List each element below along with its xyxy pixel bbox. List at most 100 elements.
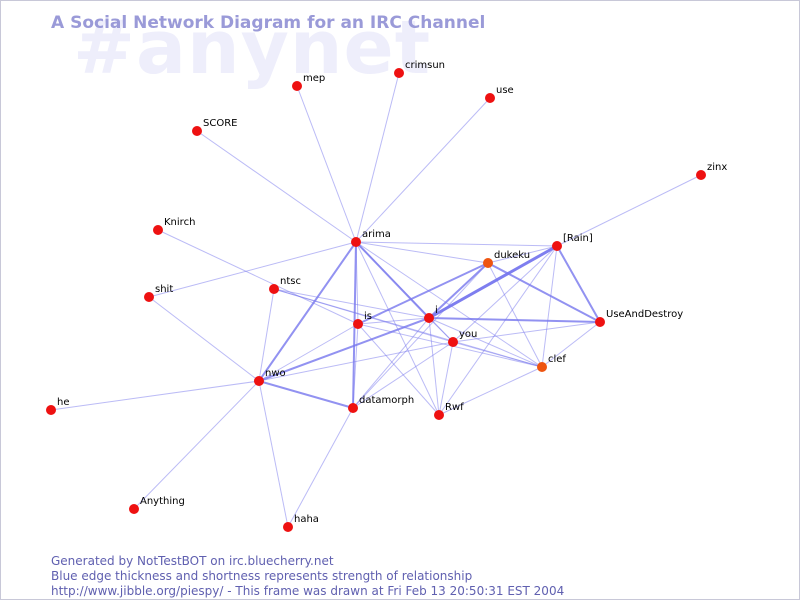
edge-nwo-datamorph xyxy=(258,380,354,409)
node-dot xyxy=(434,410,444,420)
edge-nwo-Anything xyxy=(133,380,260,510)
node-he: he xyxy=(46,397,70,415)
node-nwo: nwo xyxy=(254,368,286,386)
edge-Rain-Rwf xyxy=(438,245,558,416)
edge-Rain-clef xyxy=(541,245,558,368)
node-mep: mep xyxy=(292,73,325,91)
node-ntsc: ntsc xyxy=(269,276,301,294)
node-clef: clef xyxy=(537,354,566,372)
edge-Rain-dukeku xyxy=(487,245,558,264)
edge-clef-Rwf xyxy=(438,366,543,416)
node-dot xyxy=(348,403,358,413)
node-dot xyxy=(269,284,279,294)
edge-dukeku-is xyxy=(357,262,489,325)
channel-watermark: #anynet xyxy=(73,5,432,91)
edge-you-nwo xyxy=(258,341,454,382)
node-dot xyxy=(46,405,56,415)
node-dot xyxy=(353,319,363,329)
edge-arima-shit xyxy=(148,241,357,298)
node-dot xyxy=(696,170,706,180)
edge-arima-Rain xyxy=(355,241,558,247)
node-label: use xyxy=(496,85,514,96)
node-dukeku: dukeku xyxy=(483,250,530,268)
edge-layer xyxy=(50,72,702,528)
edge-shit-nwo xyxy=(148,296,260,382)
edge-datamorph-haha xyxy=(287,407,354,528)
edge-arima-use xyxy=(355,97,491,243)
node-label: ntsc xyxy=(280,276,301,287)
node-label: [Rain] xyxy=(563,233,593,244)
node-zinx: zinx xyxy=(696,162,727,180)
edge-is-nwo xyxy=(258,323,359,382)
node-Rwf: Rwf xyxy=(434,402,464,420)
edge-arima-Rwf xyxy=(355,241,440,416)
node-label: datamorph xyxy=(359,395,414,406)
node-dot xyxy=(424,313,434,323)
edge-Rain-zinx xyxy=(556,174,702,247)
node-dot xyxy=(552,241,562,251)
node-dot xyxy=(292,81,302,91)
node-haha: haha xyxy=(283,514,319,532)
edge-Rain-i xyxy=(428,244,558,320)
node-label: arima xyxy=(362,229,391,240)
node-label: UseAndDestroy xyxy=(606,309,683,320)
node-label: dukeku xyxy=(494,250,530,261)
edge-dukeku-clef xyxy=(487,262,543,368)
edge-arima-nwo xyxy=(258,241,357,382)
edge-arima-crimsun xyxy=(355,72,400,243)
node-label: zinx xyxy=(707,162,727,173)
footer-url-timestamp: http://www.jibble.org/piespy/ - This fra… xyxy=(51,584,565,598)
edge-dukeku-datamorph xyxy=(352,262,489,409)
node-is: is xyxy=(353,311,372,329)
node-dot xyxy=(485,93,495,103)
edge-is-Rwf xyxy=(357,323,440,416)
node-dot xyxy=(254,376,264,386)
edge-you-datamorph xyxy=(352,341,454,409)
edge-dukeku-i xyxy=(428,262,489,319)
edge-i-is xyxy=(357,317,430,325)
edge-UseAndDestroy-you xyxy=(452,321,601,343)
node-dot xyxy=(153,225,163,235)
node-label: he xyxy=(57,397,70,408)
node-label: Anything xyxy=(140,496,185,507)
edge-ntsc-i xyxy=(273,288,430,319)
node-label: SCORE xyxy=(203,118,237,129)
node-label: shit xyxy=(155,284,173,295)
node-dot xyxy=(448,337,458,347)
edge-nwo-haha xyxy=(258,380,289,528)
edge-you-clef xyxy=(452,341,543,368)
node-label: Rwf xyxy=(445,402,464,413)
edge-UseAndDestroy-clef xyxy=(541,321,601,368)
node-dot xyxy=(144,292,154,302)
node-dot xyxy=(192,126,202,136)
edge-arima-SCORE xyxy=(196,130,357,243)
node-UseAndDestroy: UseAndDestroy xyxy=(595,309,683,327)
node-Rain: [Rain] xyxy=(552,233,593,251)
edge-i-UseAndDestroy xyxy=(428,317,601,323)
node-label: crimsun xyxy=(405,60,445,71)
edge-nwo-he xyxy=(50,380,260,411)
node-i: i xyxy=(424,305,438,323)
node-dot xyxy=(394,68,404,78)
node-Anything: Anything xyxy=(129,496,185,514)
node-label: you xyxy=(459,329,477,340)
edge-i-clef xyxy=(428,317,543,368)
edge-i-you xyxy=(428,317,454,343)
node-label: Knirch xyxy=(164,217,195,228)
footer-generated-by: Generated by NotTestBOT on irc.bluecherr… xyxy=(51,554,334,568)
node-label: haha xyxy=(294,514,319,525)
node-arima: arima xyxy=(351,229,391,247)
node-SCORE: SCORE xyxy=(192,118,237,136)
edge-Knirch-is xyxy=(157,229,359,325)
node-label: is xyxy=(364,311,372,322)
edge-is-datamorph xyxy=(352,323,359,409)
node-dot xyxy=(537,362,547,372)
node-crimsun: crimsun xyxy=(394,60,445,78)
edge-Rain-UseAndDestroy xyxy=(556,245,601,323)
node-dot xyxy=(129,504,139,514)
node-label: clef xyxy=(548,354,566,365)
edge-i-Rwf xyxy=(428,317,440,416)
node-label: i xyxy=(435,305,438,316)
